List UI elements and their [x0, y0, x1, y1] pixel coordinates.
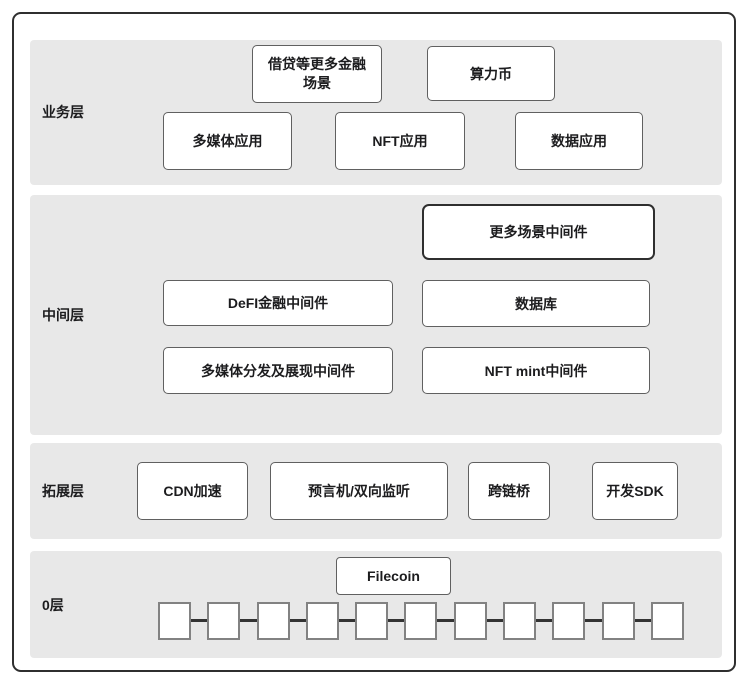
chain-block	[207, 602, 241, 640]
node-finance-scenarios: 借贷等更多金融场景	[252, 45, 382, 103]
node-more-scenario-middleware: 更多场景中间件	[422, 204, 655, 260]
chain-block	[404, 602, 438, 640]
node-filecoin: Filecoin	[336, 557, 451, 595]
node-multimedia-distribution-middleware: 多媒体分发及展现中间件	[163, 347, 393, 394]
chain-block	[503, 602, 537, 640]
node-multimedia-app: 多媒体应用	[163, 112, 292, 170]
node-data-app: 数据应用	[515, 112, 643, 170]
layer-label-layer0: 0层	[42, 597, 64, 613]
node-defi-middleware: DeFI金融中间件	[163, 280, 393, 326]
node-cross-chain-bridge: 跨链桥	[468, 462, 550, 520]
chain-block	[601, 602, 635, 640]
node-cdn-acceleration: CDN加速	[137, 462, 248, 520]
chain-block	[650, 602, 684, 640]
node-oracle-listener: 预言机/双向监听	[270, 462, 448, 520]
chain-block	[552, 602, 586, 640]
chain-block	[355, 602, 389, 640]
layer-label-business: 业务层	[42, 104, 84, 120]
layer-label-middleware: 中间层	[42, 307, 84, 323]
node-computing-power-coin: 算力币	[427, 46, 555, 101]
node-dev-sdk: 开发SDK	[592, 462, 678, 520]
node-database: 数据库	[422, 280, 650, 327]
chain-block	[453, 602, 487, 640]
chain-block	[256, 602, 290, 640]
blockchain-chain	[158, 602, 684, 640]
node-nft-mint-middleware: NFT mint中间件	[422, 347, 650, 394]
chain-block	[305, 602, 339, 640]
chain-block	[158, 602, 191, 640]
node-nft-app: NFT应用	[335, 112, 465, 170]
layer-label-extension: 拓展层	[42, 483, 84, 499]
